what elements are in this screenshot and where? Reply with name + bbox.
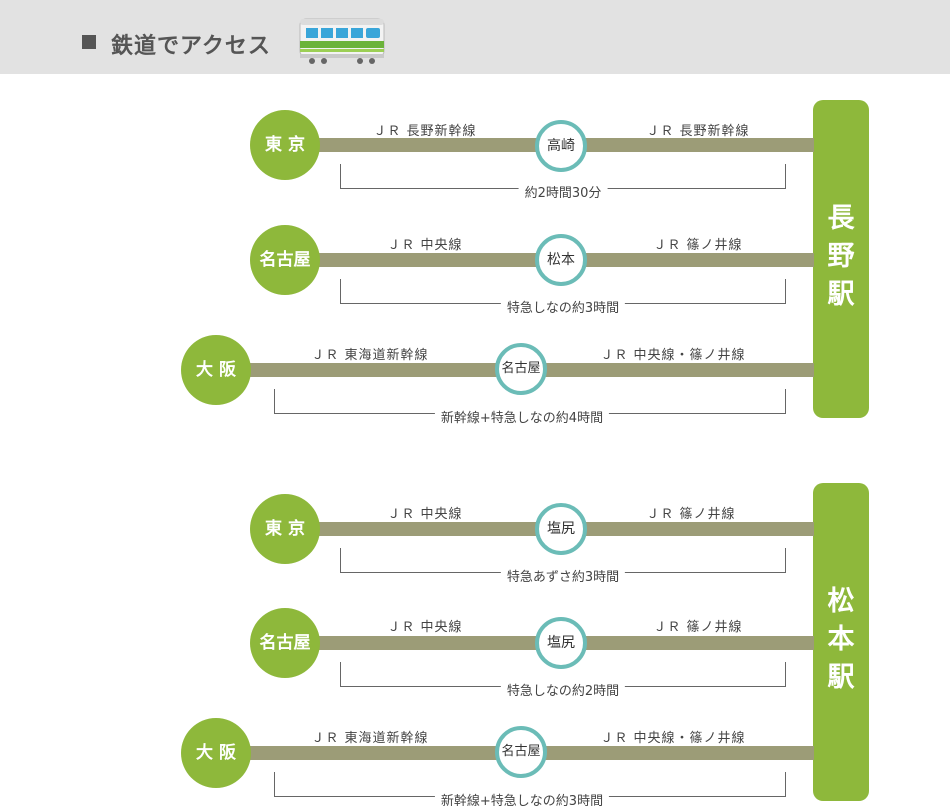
via-station: 高崎 — [535, 120, 587, 172]
line-label-right: ＪＲ 長野新幹線 — [646, 124, 750, 139]
line-label-left: ＪＲ 東海道新幹線 — [311, 348, 429, 363]
destination-name: 松 本 駅 — [827, 586, 855, 693]
line-label-left: ＪＲ 中央線 — [387, 238, 463, 253]
destination-name: 長 野 駅 — [827, 203, 855, 310]
via-station: 松本 — [535, 234, 587, 286]
via-station: 塩尻 — [535, 617, 587, 669]
line-label-right: ＪＲ 中央線・篠ノ井線 — [600, 348, 746, 363]
line-label-left: ＪＲ 長野新幹線 — [373, 124, 477, 139]
train-icon — [299, 18, 385, 64]
via-station: 塩尻 — [535, 503, 587, 555]
section-header: 鉄道でアクセス — [0, 0, 950, 74]
line-label-left: ＪＲ 中央線 — [387, 620, 463, 635]
route-row: 東 京 ＪＲ 長野新幹線 高崎 ＪＲ 長野新幹線 約2時間30分 — [0, 100, 950, 210]
route-row: 東 京 ＪＲ 中央線 塩尻 ＪＲ 篠ノ井線 特急あずさ約3時間 — [0, 483, 950, 593]
travel-time: 特急しなの約3時間 — [500, 297, 626, 316]
travel-time: 特急あずさ約3時間 — [500, 566, 626, 585]
via-station: 名古屋 — [495, 343, 547, 395]
line-label-right: ＪＲ 篠ノ井線 — [653, 620, 743, 635]
square-bullet-icon — [82, 35, 96, 49]
destination-matsumoto: 松 本 駅 — [813, 483, 869, 801]
origin-station: 名古屋 — [250, 608, 320, 678]
destination-nagano: 長 野 駅 — [813, 100, 869, 418]
route-group-matsumoto: 松 本 駅 東 京 ＪＲ 中央線 塩尻 ＪＲ 篠ノ井線 特急あずさ約3時間 名古… — [0, 483, 950, 806]
line-label-right: ＪＲ 篠ノ井線 — [646, 507, 736, 522]
travel-time: 新幹線+特急しなの約4時間 — [434, 407, 610, 426]
line-label-right: ＪＲ 篠ノ井線 — [653, 238, 743, 253]
section-title: 鉄道でアクセス — [111, 34, 271, 59]
line-label-left: ＪＲ 東海道新幹線 — [311, 731, 429, 746]
travel-time: 約2時間30分 — [518, 182, 608, 201]
route-row: 名古屋 ＪＲ 中央線 塩尻 ＪＲ 篠ノ井線 特急しなの約2時間 — [0, 596, 950, 706]
line-label-left: ＪＲ 中央線 — [387, 507, 463, 522]
travel-time: 特急しなの約2時間 — [500, 680, 626, 699]
origin-station: 大 阪 — [181, 718, 251, 788]
origin-station: 東 京 — [250, 110, 320, 180]
via-station: 名古屋 — [495, 726, 547, 778]
travel-time: 新幹線+特急しなの約3時間 — [434, 790, 610, 806]
route-row: 名古屋 ＪＲ 中央線 松本 ＪＲ 篠ノ井線 特急しなの約3時間 — [0, 213, 950, 323]
route-row: 大 阪 ＪＲ 東海道新幹線 名古屋 ＪＲ 中央線・篠ノ井線 新幹線+特急しなの約… — [0, 327, 950, 437]
line-label-right: ＪＲ 中央線・篠ノ井線 — [600, 731, 746, 746]
origin-station: 東 京 — [250, 494, 320, 564]
route-row: 大 阪 ＪＲ 東海道新幹線 名古屋 ＪＲ 中央線・篠ノ井線 新幹線+特急しなの約… — [0, 710, 950, 806]
origin-station: 名古屋 — [250, 225, 320, 295]
route-group-nagano: 長 野 駅 東 京 ＪＲ 長野新幹線 高崎 ＪＲ 長野新幹線 約2時間30分 名… — [0, 100, 950, 426]
origin-station: 大 阪 — [181, 335, 251, 405]
